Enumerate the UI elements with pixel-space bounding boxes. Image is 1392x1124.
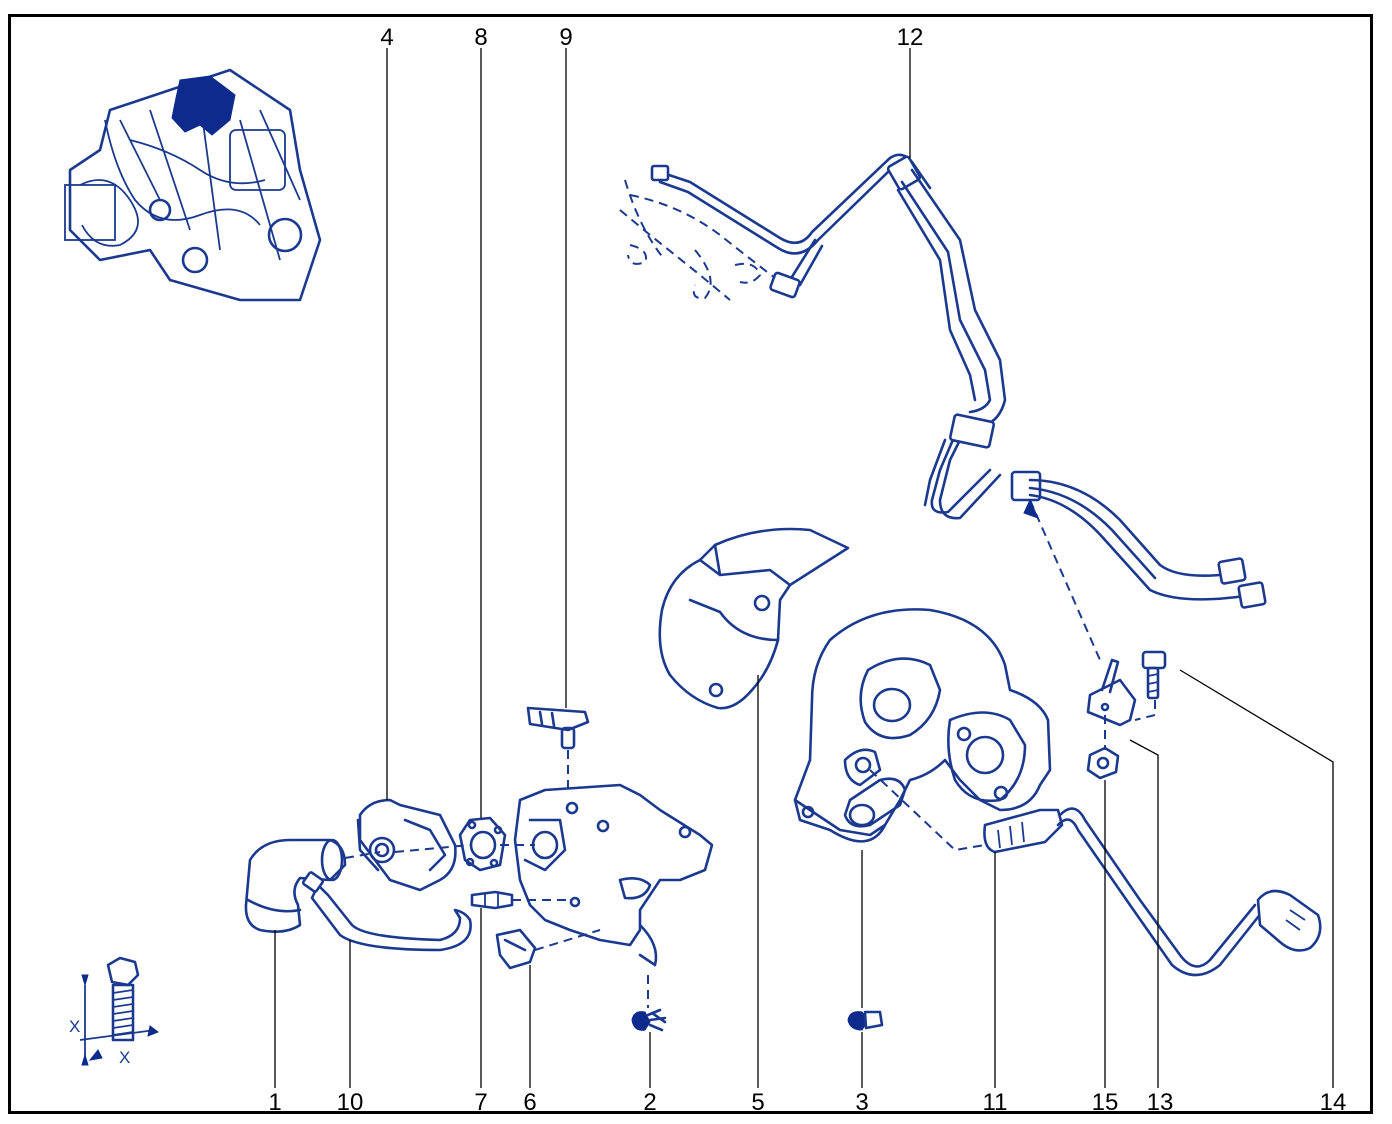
dash-1-4 — [344, 851, 381, 859]
callout-3: 3 — [855, 1089, 868, 1116]
callout-13: 13 — [1147, 1089, 1174, 1116]
callout-labels: 4 8 9 12 1 10 7 6 2 5 3 11 15 13 14 — [268, 24, 1346, 1116]
callout-7: 7 — [474, 1089, 487, 1116]
part-10-pipe — [301, 871, 472, 952]
part-5-heat-shield — [658, 527, 850, 710]
callout-9: 9 — [559, 24, 572, 51]
part-9-sensor — [526, 706, 590, 750]
torque-x-label-2: X — [119, 1048, 130, 1067]
part-1-hose — [244, 838, 347, 933]
callout-4: 4 — [380, 24, 393, 51]
engine-overview-thumbnail — [64, 68, 322, 302]
dash-14-to-13 — [1134, 700, 1156, 721]
callout-8: 8 — [474, 24, 487, 51]
egr-housing — [513, 783, 714, 967]
callout-12: 12 — [897, 24, 924, 51]
callout-11: 11 — [983, 1089, 1008, 1116]
part-2-clip — [631, 1008, 667, 1032]
arrow-head — [1023, 498, 1039, 519]
part-3-exhaust-manifold — [793, 608, 1052, 843]
torque-x-label-1: X — [69, 1017, 80, 1036]
part-15-nut — [1086, 746, 1120, 780]
part-7-union — [470, 890, 514, 910]
part-13-bracket — [1086, 658, 1137, 727]
callout-5: 5 — [751, 1089, 764, 1116]
callout-14: 14 — [1320, 1089, 1347, 1116]
torque-symbol: X X — [69, 956, 160, 1067]
dash-3-to-11 — [869, 769, 986, 852]
part-6-clip — [495, 928, 537, 970]
part-14-bolt — [1141, 650, 1167, 700]
callout-2: 2 — [643, 1089, 656, 1116]
part-4-egr-valve — [356, 798, 457, 892]
part-8-gasket — [458, 816, 507, 872]
callout-10: 10 — [337, 1089, 364, 1116]
diagram-frame — [8, 14, 1373, 1114]
part-11-oxygen-sensor — [983, 807, 1322, 977]
part-12-fuel-pipes — [619, 153, 1267, 609]
leader-lines — [274, 48, 1334, 1088]
callout-15: 15 — [1092, 1089, 1119, 1116]
part-3-clip — [847, 1010, 884, 1031]
dash-4-8 — [394, 844, 471, 853]
callout-6: 6 — [523, 1089, 536, 1116]
callout-1: 1 — [268, 1089, 281, 1116]
dash-6 — [534, 929, 601, 951]
